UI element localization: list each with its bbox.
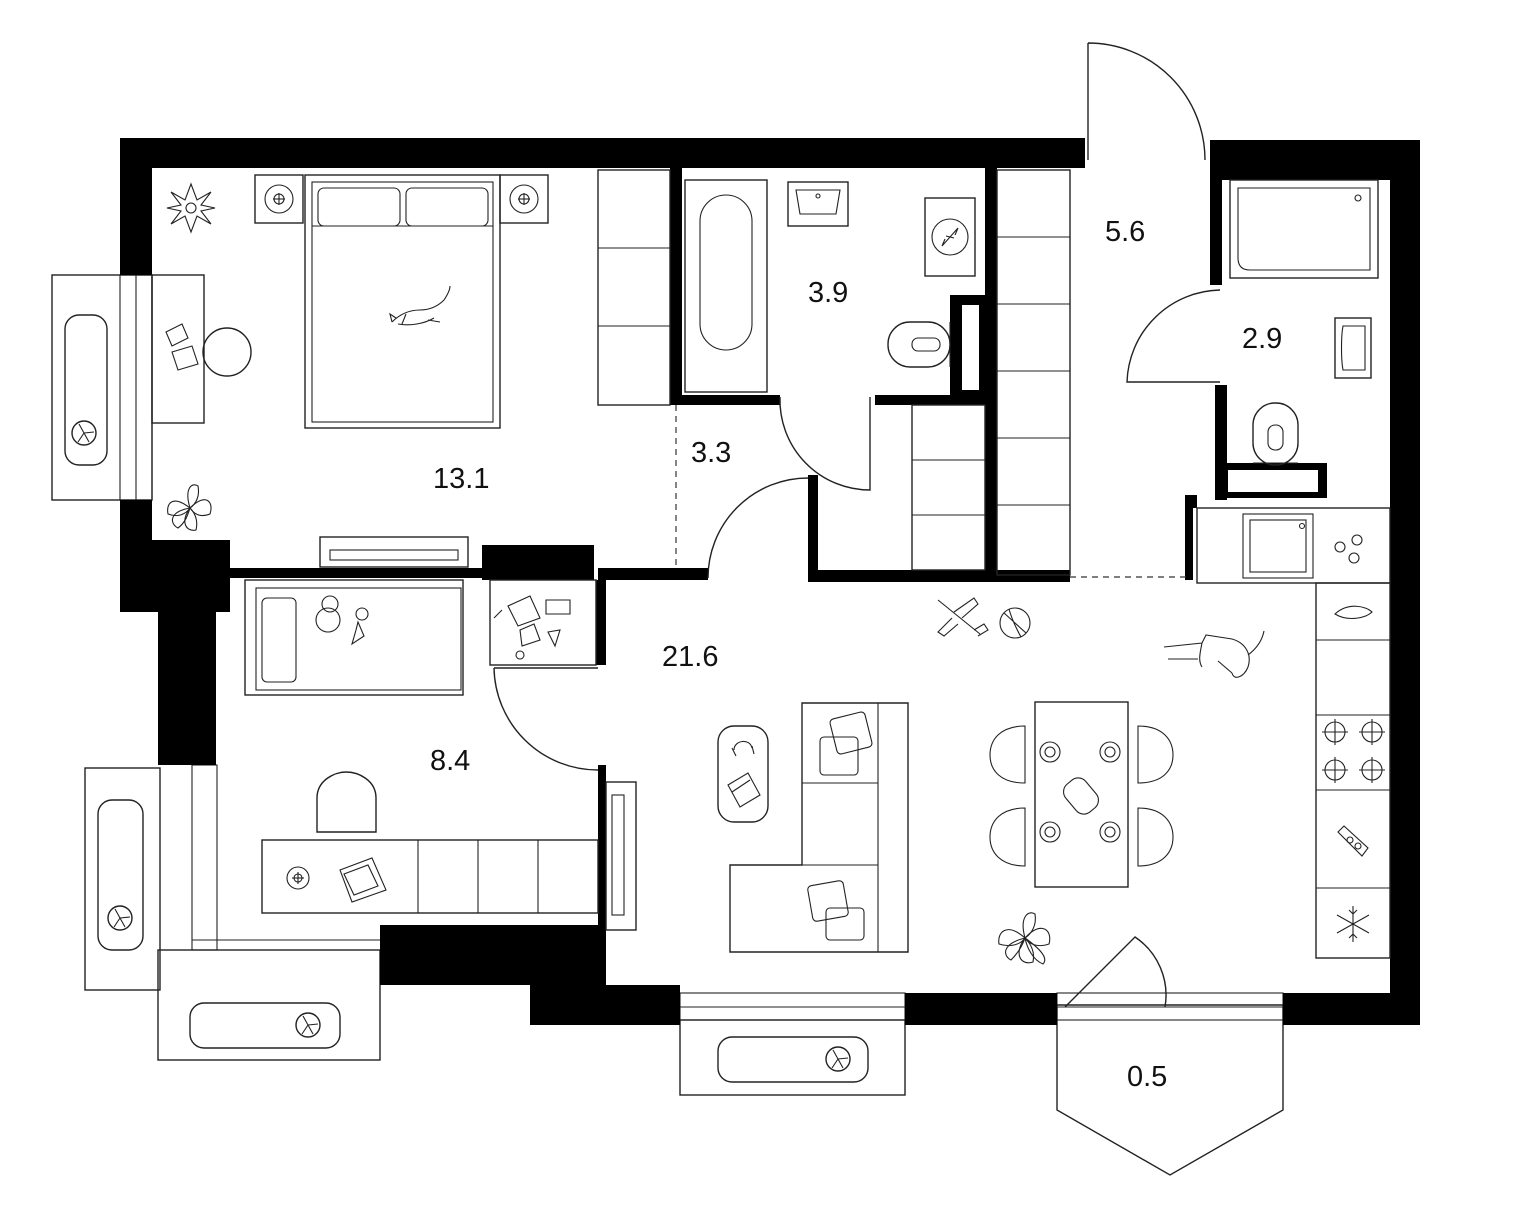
room-area-bathroom: 3.9 xyxy=(808,277,848,309)
doors xyxy=(493,42,1221,771)
room-area-entrance-hall: 5.6 xyxy=(1105,216,1145,248)
hall-wardrobe xyxy=(911,169,1071,576)
walls xyxy=(120,138,1420,1025)
bedroom-furniture xyxy=(151,169,671,568)
room-area-hall-closet: 3.3 xyxy=(691,437,731,469)
room-area-wc: 2.9 xyxy=(1242,323,1282,355)
room-area-balcony: 0.5 xyxy=(1127,1061,1167,1093)
fan-icon xyxy=(71,420,851,1072)
room-area-kids-room: 8.4 xyxy=(430,745,470,777)
living-furniture xyxy=(605,701,1174,953)
room-area-labels: 13.1 3.3 3.9 5.6 2.9 8.4 21.6 0.5 xyxy=(430,216,1282,1093)
plant-icon xyxy=(998,912,1051,965)
balcony xyxy=(1056,936,1284,1176)
bathroom-fixtures xyxy=(684,179,976,393)
flower-icon xyxy=(166,182,216,234)
airplane-toy-icon xyxy=(937,597,989,637)
ball-icon xyxy=(999,607,1031,639)
laptop-icon xyxy=(339,857,387,903)
room-area-living-kitchen: 21.6 xyxy=(662,641,718,673)
cat-icon xyxy=(389,285,451,326)
cat-icon xyxy=(1163,630,1265,678)
snowflake-icon xyxy=(1336,906,1370,942)
plant-icon xyxy=(167,484,212,531)
headphones-icon xyxy=(727,740,761,808)
wc-fixtures xyxy=(1229,179,1379,466)
kids-furniture xyxy=(244,579,599,914)
kitchen-cabinets xyxy=(1196,507,1391,959)
room-area-bedroom: 13.1 xyxy=(433,463,489,495)
